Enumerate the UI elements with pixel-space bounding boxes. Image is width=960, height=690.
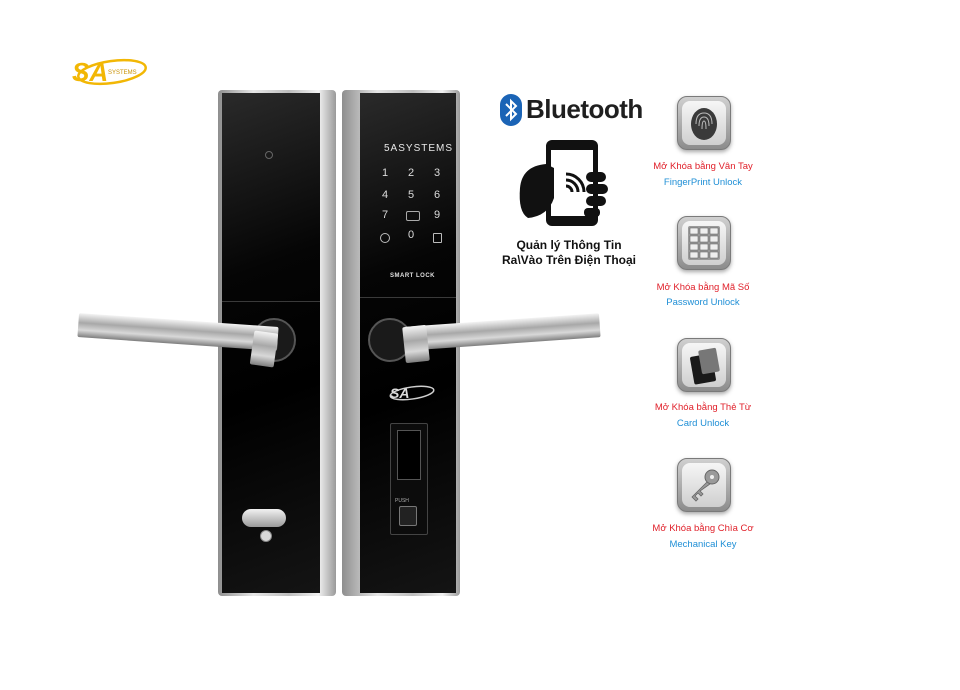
- logo-sub-text: SYSTEMS: [108, 70, 137, 76]
- thumb-turn[interactable]: [242, 509, 286, 527]
- feature-fingerprint-vi: Mở Khóa bằng Vân Tay: [653, 161, 753, 172]
- key-2[interactable]: 2: [407, 167, 415, 179]
- svg-text:SA: SA: [390, 385, 409, 401]
- feature-fingerprint-en: FingerPrint Unlock: [663, 177, 743, 188]
- fingerprint-window: [397, 430, 421, 480]
- feature-password-en: Password Unlock: [666, 297, 740, 308]
- right-lever-end: [402, 324, 430, 364]
- feature-password-vi: Mở Khóa bằng Mã Số: [656, 282, 750, 293]
- feature-card-vi: Mở Khóa bằng Thẻ Từ: [654, 402, 752, 413]
- feature-key-en: Mechanical Key: [669, 539, 737, 550]
- lock-icon[interactable]: [433, 233, 442, 243]
- card-reader-icon: [406, 211, 420, 221]
- key-5[interactable]: 5: [407, 189, 415, 201]
- card-icon: [677, 338, 731, 392]
- indicator-dot: [265, 151, 273, 159]
- screw-icon: [260, 530, 272, 542]
- left-lever-end: [249, 330, 279, 368]
- feature-key-vi: Mở Khóa bằng Chìa Cơ: [652, 523, 754, 534]
- divider-line: [222, 301, 320, 302]
- smart-lock-label: SMART LOCK: [390, 273, 435, 279]
- lock-brand-label: 5ASYSTEMS: [384, 143, 454, 154]
- bluetooth-icon: [500, 94, 522, 126]
- bluetooth-label: Bluetooth: [526, 94, 643, 124]
- keypad: 1 2 3 4 5 6 7 9 0: [376, 167, 446, 247]
- phone-caption-line2: Ra\Vào Trên Điện Thoại: [501, 253, 637, 267]
- fingerprint-icon: [677, 96, 731, 150]
- push-label: PUSH: [395, 498, 409, 504]
- key-1[interactable]: 1: [381, 167, 389, 179]
- front-logo: SA: [386, 383, 436, 403]
- bell-icon[interactable]: [380, 233, 390, 243]
- key-icon: [677, 458, 731, 512]
- key-4[interactable]: 4: [381, 189, 389, 201]
- phone-hand-icon: [518, 138, 610, 230]
- key-6[interactable]: 6: [433, 189, 441, 201]
- keypad-icon: [677, 216, 731, 270]
- feature-card-en: Card Unlock: [676, 418, 730, 429]
- logo-main-text: SA: [72, 57, 108, 87]
- company-logo: SA SYSTEMS: [68, 52, 148, 92]
- key-9[interactable]: 9: [433, 209, 441, 221]
- key-7[interactable]: 7: [381, 209, 389, 221]
- key-3[interactable]: 3: [433, 167, 441, 179]
- key-0[interactable]: 0: [407, 229, 415, 241]
- divider-line-front: [360, 297, 456, 298]
- fingerprint-sensor-housing: PUSH: [390, 423, 428, 535]
- phone-caption-line1: Quản lý Thông Tin: [516, 238, 622, 252]
- fingerprint-sensor[interactable]: [399, 506, 417, 526]
